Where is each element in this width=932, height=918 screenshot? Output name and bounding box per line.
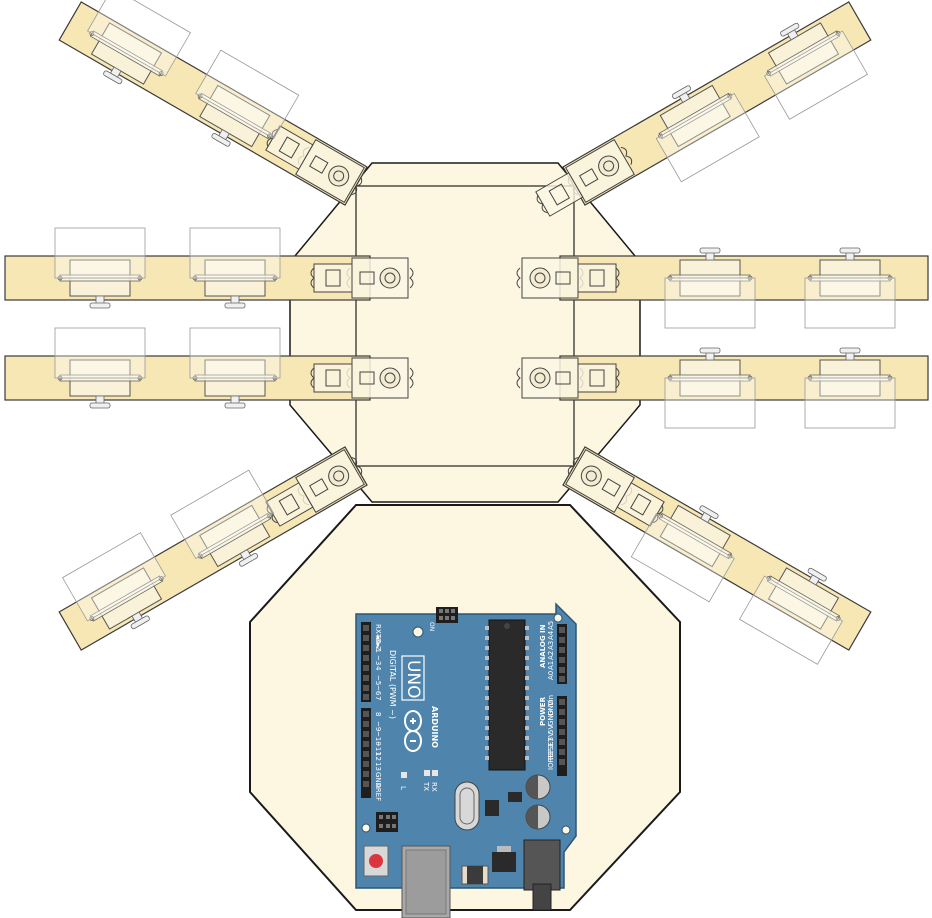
pin-label-top-5: ~5 bbox=[374, 675, 382, 685]
crystal-oscillator bbox=[454, 781, 480, 831]
reset-button bbox=[363, 845, 389, 877]
pin-label-mid-1: ~9 bbox=[374, 721, 382, 731]
pin-label-mid-6: GND bbox=[374, 772, 382, 788]
pin-label-mid-2: ~10 bbox=[374, 731, 382, 746]
leg-middle-left-1 bbox=[4, 227, 414, 309]
analog-pin-label-1: A4 bbox=[547, 630, 555, 640]
power-pin-label-4: 3.3V bbox=[547, 732, 555, 748]
pin-label-mid-7: AREF bbox=[374, 783, 382, 801]
pin-label-mid-0: 8 bbox=[374, 712, 382, 716]
pin-label-top-6: ~6 bbox=[374, 685, 382, 696]
infinity-plus-minus-logo bbox=[404, 710, 422, 752]
pin-label-mid-4: 12 bbox=[374, 752, 382, 761]
analog-pin-label-2: A3 bbox=[547, 641, 555, 650]
analog-header-label: ANALOG IN bbox=[539, 624, 547, 668]
power-pin-label-6: IOREF bbox=[547, 749, 555, 770]
leg-front-left bbox=[58, 0, 370, 206]
leg-front-right bbox=[529, 1, 872, 224]
power-pin-label-0: Vin bbox=[547, 695, 555, 706]
analog-header bbox=[557, 624, 567, 684]
pin-label-top-7: 7 bbox=[374, 696, 382, 700]
uno-model-label: UNO bbox=[403, 660, 423, 699]
led-label-l: L bbox=[399, 786, 407, 790]
leg-middle-right-2 bbox=[516, 347, 929, 429]
small-ic bbox=[485, 800, 499, 816]
digital-header-label: DIGITAL (PWM ~) bbox=[388, 650, 397, 719]
analog-pin-label-3: A2 bbox=[547, 651, 555, 660]
analog-pin-label-0: A5 bbox=[547, 621, 555, 630]
atmega-chip bbox=[488, 619, 526, 771]
pin-label-top-0: RX◄0 bbox=[374, 624, 382, 644]
uno-model-box bbox=[401, 655, 425, 701]
pin-label-mid-5: 13 bbox=[374, 762, 382, 771]
leg-rear-right bbox=[560, 446, 872, 665]
pin-label-top-2: 2 bbox=[374, 646, 382, 650]
power-pin-label-3: 5V bbox=[547, 725, 555, 734]
analog-pin-label-5: A0 bbox=[547, 671, 555, 680]
leg-rear-left bbox=[58, 446, 370, 651]
power-pin-label-2: GND bbox=[547, 710, 555, 726]
analog-pin-label-4: A1 bbox=[547, 661, 555, 670]
led-label-tx: TX bbox=[422, 781, 430, 791]
icsp-header-bottom bbox=[376, 812, 398, 832]
pin-label-top-4: 4 bbox=[374, 666, 382, 671]
dc-power-jack bbox=[523, 839, 561, 911]
status-leds: L TX RX bbox=[399, 770, 438, 792]
power-header-label: POWER bbox=[539, 696, 547, 726]
icsp-header-top bbox=[436, 607, 458, 623]
pin-label-top-3: ~3 bbox=[374, 655, 382, 665]
on-label: ON bbox=[428, 622, 435, 631]
leg-middle-right-1 bbox=[516, 247, 929, 329]
pin-label-top-1: TX►1 bbox=[374, 633, 382, 653]
digital-header-top bbox=[361, 622, 371, 702]
capacitors bbox=[525, 774, 551, 830]
led-label-rx: RX bbox=[430, 782, 438, 792]
power-header bbox=[557, 696, 567, 776]
power-pin-label-1: GND bbox=[547, 700, 555, 716]
arduino-uno-board: RX◄0 TX►1 2 ~3 4 ~5 ~6 7 8 ~9 ~10 ~11 12… bbox=[355, 602, 577, 918]
body-mount-rect bbox=[355, 185, 575, 467]
arduino-brand-label: ARDUINO bbox=[430, 706, 439, 748]
power-pin-label-5: RESET bbox=[547, 737, 555, 760]
leg-middle-left-2 bbox=[4, 327, 414, 409]
pin-label-mid-3: ~11 bbox=[374, 741, 382, 756]
